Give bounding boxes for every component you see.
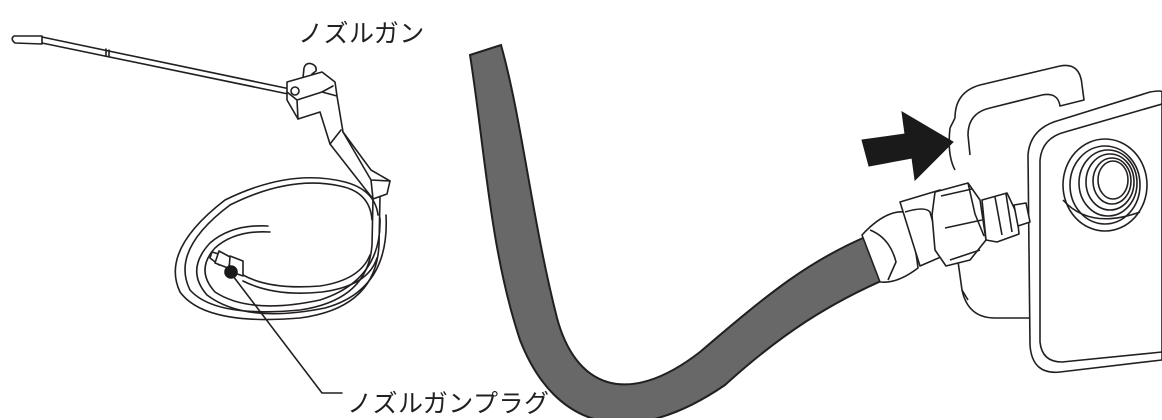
hose-coupler (861, 182, 1031, 284)
plug-leader-line (232, 275, 343, 394)
nozzle-gun-trigger (302, 62, 317, 79)
nozzle-gun-label: ノズルガン (298, 19, 425, 48)
nozzle-gun-coiled-hose (174, 176, 387, 321)
nozzle-wand (41, 36, 296, 96)
nozzle-gun-plug-label: ノズルガンプラグ (347, 389, 550, 418)
nozzle-gun (11, 35, 391, 200)
nozzle-gun-plug (209, 250, 244, 279)
connect-direction-arrow-icon (861, 111, 954, 182)
machine-outlet-port (948, 64, 1162, 374)
high-pressure-hose (468, 43, 897, 418)
nozzle-wand-tip (11, 35, 43, 45)
